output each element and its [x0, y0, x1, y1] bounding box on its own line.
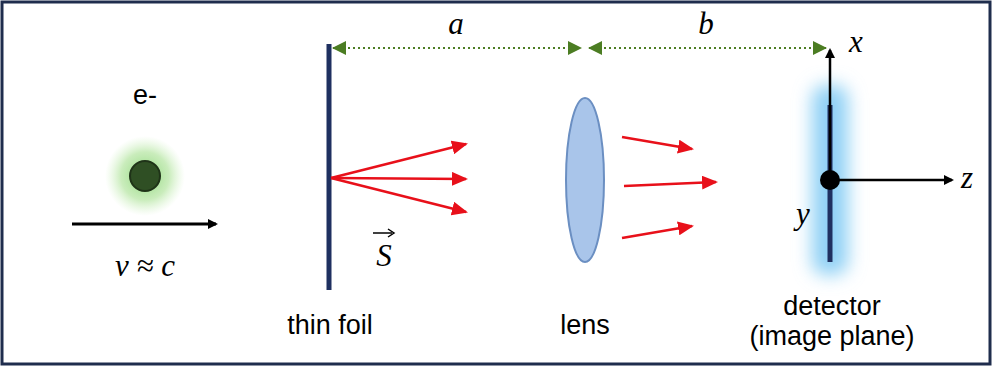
- ray: [624, 182, 716, 186]
- dimension-line: [589, 47, 826, 49]
- axis-label: y: [796, 197, 810, 231]
- vector-accent: [373, 232, 392, 234]
- thin-foil: [327, 44, 332, 290]
- particle-label: e-: [133, 81, 157, 111]
- axis-arrow: [830, 179, 952, 182]
- ray: [331, 178, 466, 179]
- ray: [622, 137, 692, 149]
- part-label: detector (image plane): [747, 292, 917, 351]
- dimension-label: a: [448, 7, 464, 41]
- vector-accent: [388, 229, 394, 237]
- velocity-arrow: [72, 223, 216, 226]
- lens: [566, 98, 604, 262]
- part-label: lens: [560, 311, 610, 341]
- dimension-label: b: [698, 7, 714, 41]
- axis-label: x: [849, 25, 863, 59]
- velocity-label: v ≈ c: [115, 249, 175, 283]
- ray: [331, 178, 466, 212]
- dimension-line: [333, 47, 581, 49]
- axis-arrow: [829, 50, 832, 180]
- ray: [622, 226, 692, 238]
- axis-label: z: [961, 161, 973, 195]
- axis-origin: [820, 170, 840, 190]
- ray: [331, 144, 466, 178]
- part-label: thin foil: [287, 311, 373, 341]
- electron-glow: [105, 136, 185, 216]
- electron: [130, 161, 160, 191]
- vector-label: S: [376, 239, 392, 273]
